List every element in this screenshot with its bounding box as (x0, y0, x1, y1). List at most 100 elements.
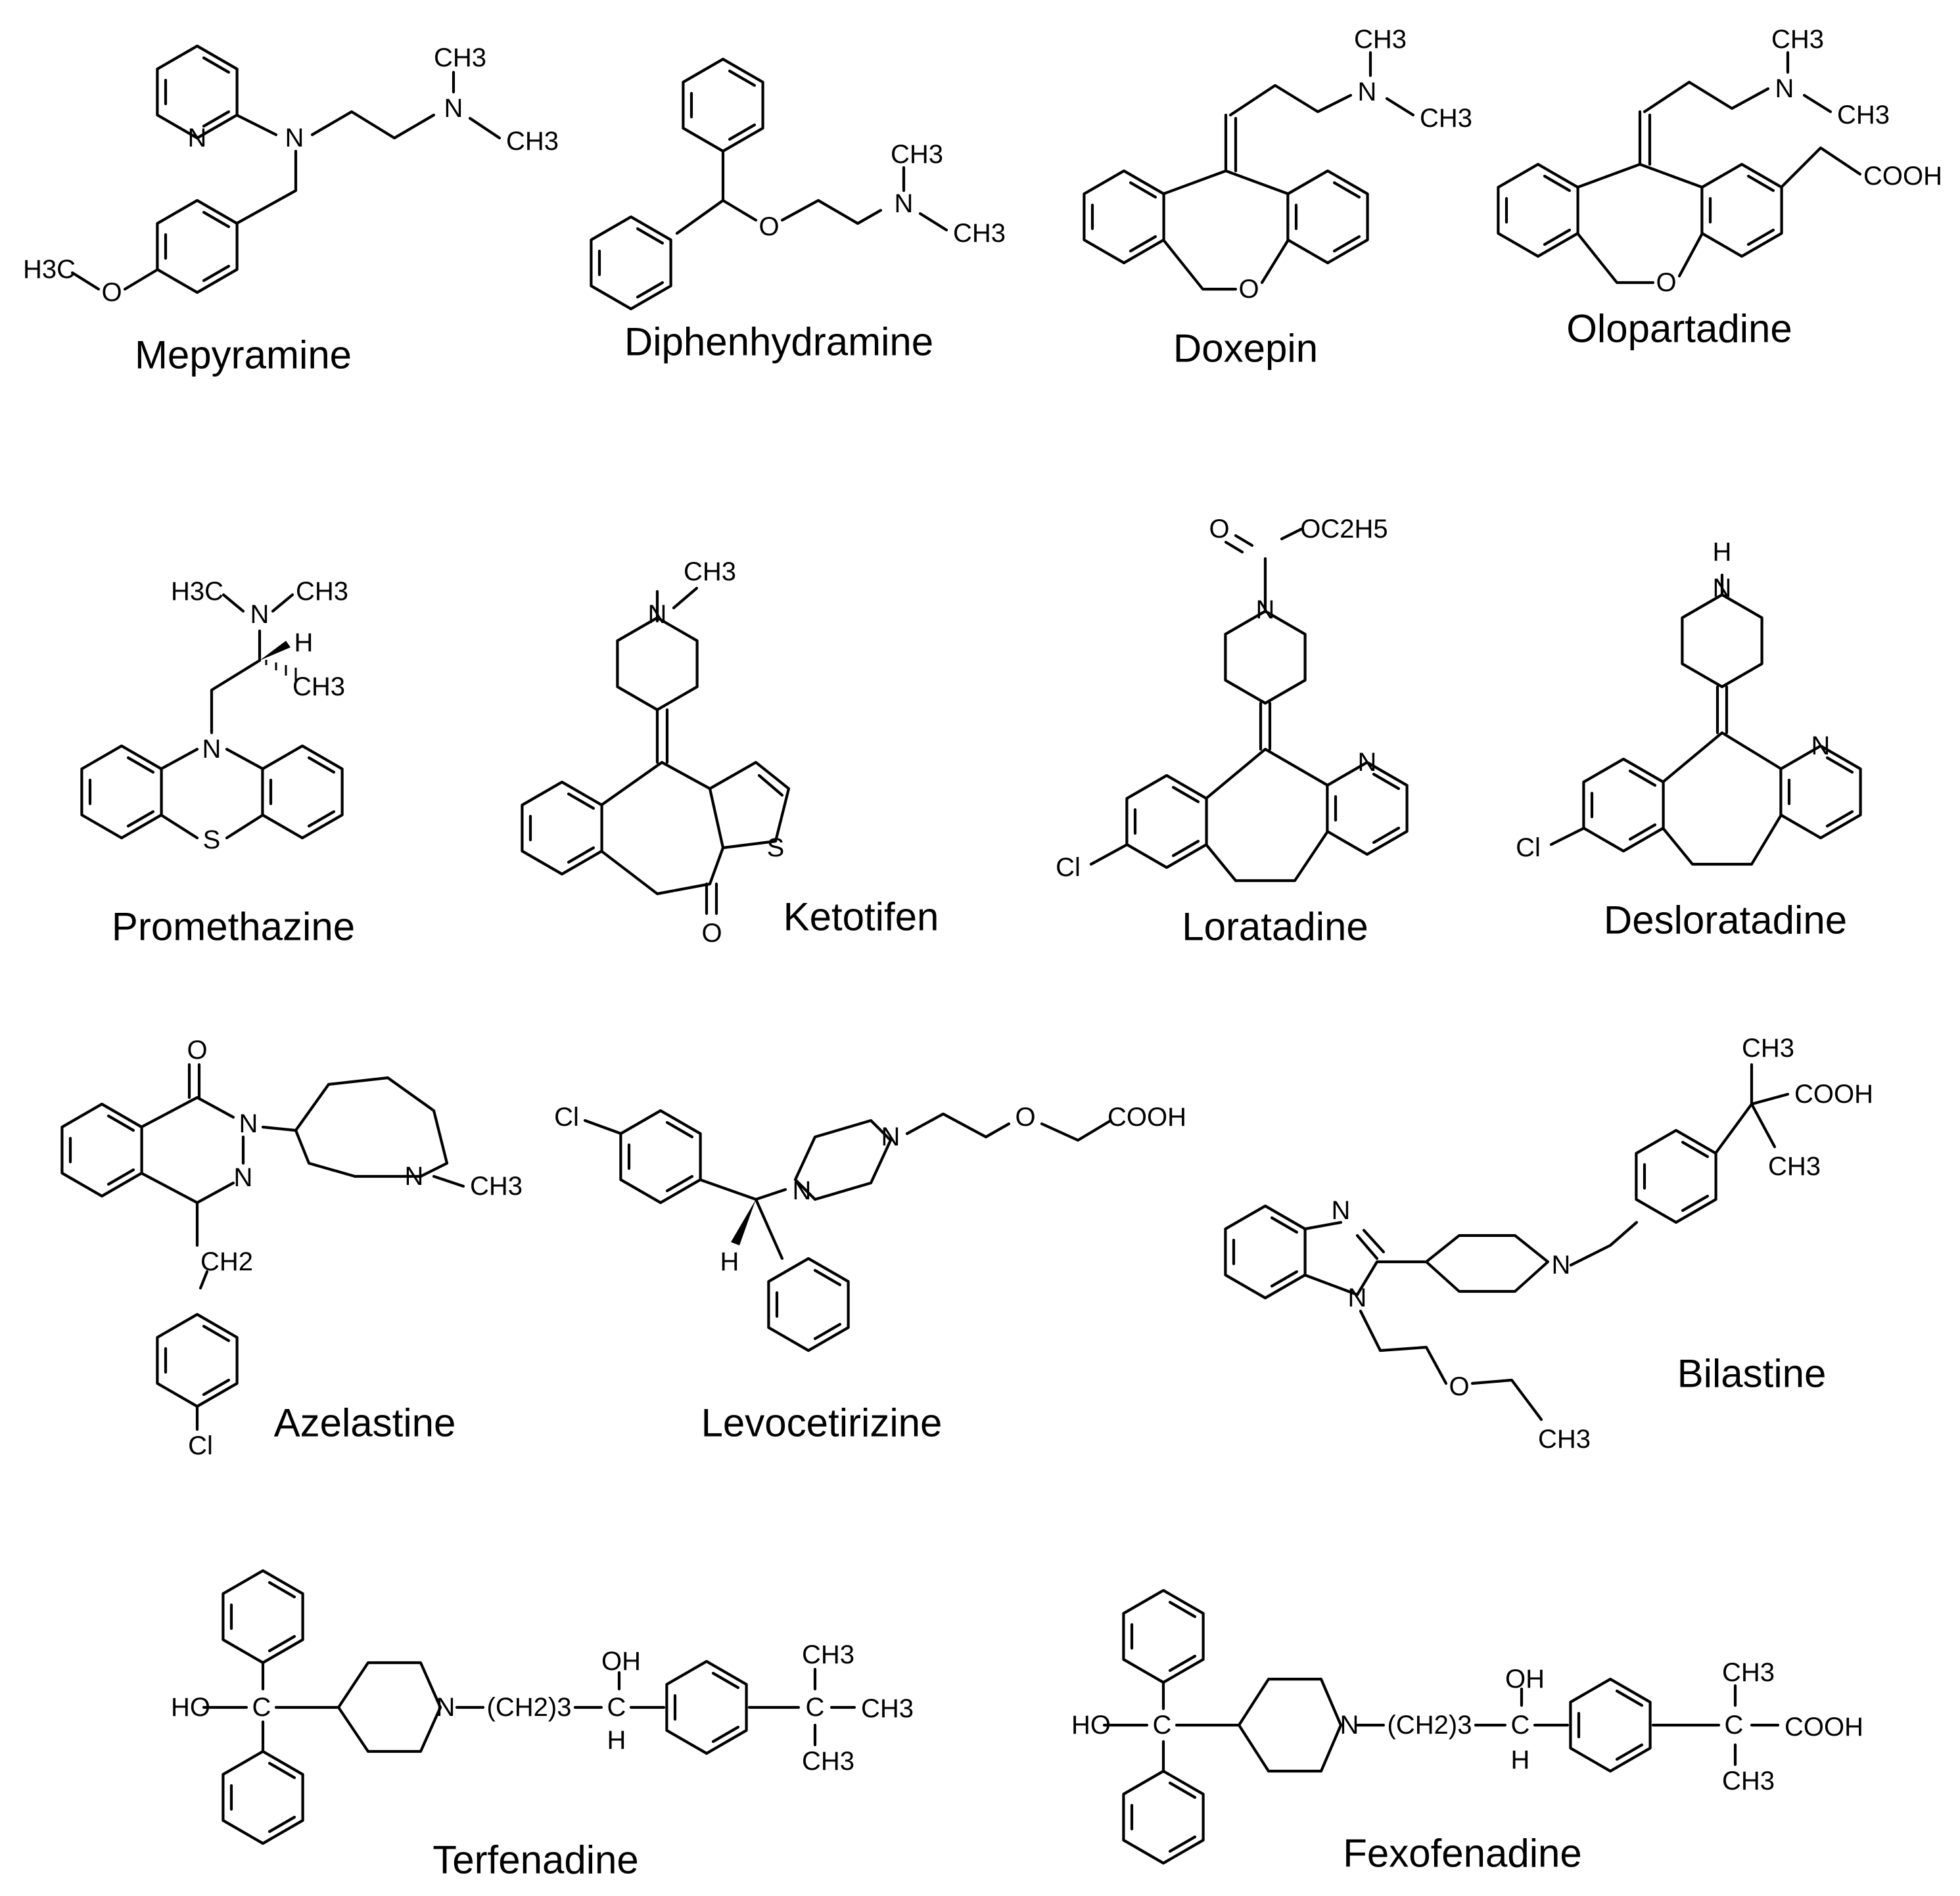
molecule-azelastine: O N N N CH3 CH2 Cl Azelastine (62, 1036, 523, 1460)
molecule-fexofenadine: HO C N (CH2)3 C OH H C CH3 CH3 COOH Fexo… (1071, 1590, 1863, 1876)
atom-label: N (234, 1163, 253, 1192)
atom-label: CH3 (802, 1640, 854, 1669)
molecule-bilastine: N N N O CH3 CH3 COOH CH3 Bilastine (1225, 1034, 1873, 1454)
atom-label: COOH (1794, 1080, 1873, 1109)
atom-label: HO (1071, 1711, 1111, 1740)
atom-label: COOH (1863, 162, 1942, 191)
atom-label: N (1811, 731, 1831, 760)
atom-label: C (607, 1693, 626, 1722)
atom-label: CH3 (891, 140, 943, 169)
molecule-name: Loratadine (1182, 905, 1368, 949)
atom-label: OH (601, 1647, 641, 1676)
atom-label: CH3 (1771, 25, 1824, 54)
molecule-doxepin: N CH3 CH3 O Doxepin (1084, 25, 1472, 371)
atom-label: N (1348, 1283, 1367, 1312)
atom-label: N (1552, 1251, 1571, 1280)
atom-label: N (1713, 574, 1732, 603)
molecule-name: Azelastine (274, 1401, 456, 1445)
atom-label: H3C (23, 255, 76, 284)
atom-label: CH3 (296, 577, 348, 606)
atom-label: HO (171, 1693, 210, 1722)
atom-label: CH3 (684, 557, 736, 586)
atom-label: O (701, 919, 722, 948)
atom-label: O (1238, 275, 1259, 304)
molecule-name: Promethazine (112, 905, 355, 949)
molecule-ketotifen: N CH3 S O Ketotifen (522, 557, 939, 948)
molecule-name: Mepyramine (135, 333, 352, 377)
atom-label: Cl (188, 1431, 213, 1460)
atom-label: H3C (171, 577, 223, 606)
atom-label: Cl (554, 1103, 579, 1132)
atom-label: N (793, 1176, 812, 1205)
atom-label: C (1511, 1711, 1530, 1740)
atom-label: Cl (1056, 853, 1081, 882)
atom-label: S (767, 833, 785, 862)
atom-label: N (1256, 595, 1275, 624)
atom-label: CH3 (1742, 1034, 1794, 1063)
atom-label: N (1358, 748, 1377, 777)
atom-label: O (758, 212, 779, 241)
molecule-name: Bilastine (1677, 1352, 1827, 1396)
atom-label: COOH (1108, 1103, 1186, 1132)
atom-label: O (187, 1036, 207, 1065)
atom-label: CH3 (506, 127, 559, 156)
atom-label: OH (1505, 1665, 1545, 1694)
atom-label: O (1209, 515, 1229, 543)
molecule-levocetirizine: Cl N N O COOH H Levocetirizine (554, 1103, 1186, 1445)
atom-label: N (1340, 1711, 1359, 1740)
atom-label: N (895, 189, 914, 218)
molecule-name: Terfenadine (432, 1838, 639, 1882)
atom-label: CH3 (434, 43, 486, 72)
atom-label: (CH2)3 (1388, 1711, 1472, 1740)
atom-label: CH3 (1837, 101, 1890, 129)
atom-label: N (239, 1109, 258, 1138)
atom-label: N (881, 1122, 900, 1151)
atom-label: CH3 (470, 1172, 523, 1201)
atom-label: O (1449, 1372, 1469, 1401)
molecule-mepyramine: N N N CH3 CH3 H3C O Mepyramine (23, 43, 559, 377)
molecule-name: Levocetirizine (701, 1401, 943, 1445)
atom-label: H (720, 1247, 739, 1276)
atom-label: N (444, 94, 463, 123)
atom-label: CH3 (953, 219, 1006, 248)
atom-label: CH3 (1420, 104, 1472, 133)
molecule-name: Olopartadine (1566, 307, 1792, 351)
atom-label: C (1725, 1711, 1744, 1740)
atom-label: OC2H5 (1300, 515, 1388, 543)
atom-label: CH3 (1538, 1425, 1591, 1454)
molecule-terfenadine: HO C N (CH2)3 C OH H C CH3 CH3 CH3 Terfe… (171, 1571, 914, 1882)
atom-label: CH2 (200, 1247, 253, 1276)
atom-label: (CH2)3 (487, 1693, 572, 1722)
atom-label: H (1713, 538, 1732, 566)
atom-label: C (806, 1693, 825, 1722)
atom-label: N (648, 600, 667, 629)
atom-label: Cl (1516, 833, 1541, 862)
molecule-name: Diphenhydramine (624, 320, 933, 364)
molecule-diphenhydramine: O N CH3 CH3 Diphenhydramine (591, 59, 1006, 364)
atom-label: H (1511, 1746, 1530, 1774)
atom-label: O (101, 278, 122, 307)
atom-label: H (294, 628, 314, 657)
atom-label: N (202, 735, 222, 764)
molecule-name: Desloratadine (1604, 898, 1847, 942)
molecule-olopartadine: N CH3 CH3 O COOH Olopartadine (1498, 25, 1942, 351)
atom-label: CH3 (292, 672, 345, 701)
molecule-name: Doxepin (1173, 327, 1318, 371)
atom-label: N (285, 124, 304, 152)
molecule-loratadine: N O OC2H5 N Cl Loratadine (1056, 515, 1407, 949)
atom-label: CH3 (1722, 1767, 1775, 1795)
atom-label: COOH (1785, 1713, 1863, 1742)
atom-label: H (607, 1726, 626, 1755)
atom-label: CH3 (1354, 25, 1407, 54)
molecule-name: Fexofenadine (1343, 1832, 1582, 1876)
atom-label: N (1358, 78, 1377, 106)
atom-label: N (188, 124, 207, 152)
atom-label: N (1332, 1196, 1351, 1225)
atom-label: C (1153, 1711, 1172, 1740)
atom-label: CH3 (861, 1694, 914, 1723)
molecule-desloratadine: H N N Cl Desloratadine (1516, 538, 1860, 942)
atom-label: N (1775, 74, 1794, 103)
molecule-name: Ketotifen (783, 895, 939, 939)
atom-label: N (405, 1162, 424, 1191)
